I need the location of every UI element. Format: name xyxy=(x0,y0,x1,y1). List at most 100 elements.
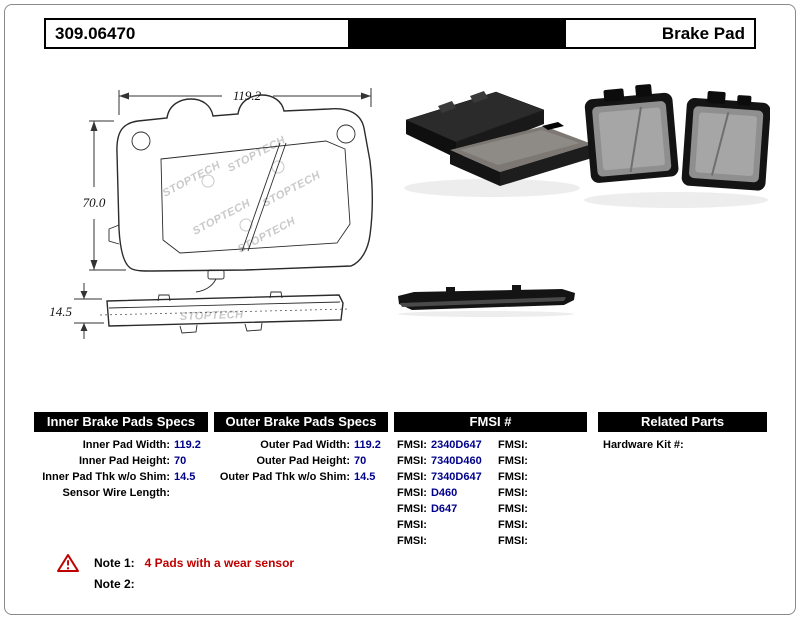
watermark-text: STOPTECH xyxy=(180,309,245,323)
outer-specs-section: Outer Brake Pads Specs Outer Pad Width: … xyxy=(214,412,388,485)
watermark-text: STOPTECH xyxy=(236,215,298,256)
spec-label: Sensor Wire Length: xyxy=(62,487,170,499)
part-number: 309.06470 xyxy=(44,18,351,49)
note-1: Note 1: 4 Pads with a wear sensor xyxy=(56,553,294,573)
spec-value: 14.5 xyxy=(354,471,376,483)
product-title: Brake Pad xyxy=(563,18,756,49)
spec-value: 119.2 xyxy=(354,439,381,451)
thickness-dimension-label: 14.5 xyxy=(49,304,72,319)
fmsi-label: FMSI: xyxy=(397,487,427,499)
spec-row: Inner Pad Height: 70 xyxy=(34,453,208,469)
title-bar: 309.06470 Brake Pad xyxy=(44,18,756,49)
pad-slot-line xyxy=(241,142,281,252)
watermark-text: STOPTECH xyxy=(226,134,288,175)
related-parts-section: Related Parts Hardware Kit #: xyxy=(598,412,767,453)
mounting-hole-left xyxy=(131,131,151,151)
width-dimension-label: 119.2 xyxy=(233,88,262,103)
fmsi-row: FMSI: xyxy=(498,517,587,533)
related-row: Hardware Kit #: xyxy=(598,437,767,453)
front-view xyxy=(108,94,373,293)
fmsi-label: FMSI: xyxy=(498,519,528,531)
fmsi-label: FMSI: xyxy=(498,455,528,467)
watermark-logo-ring xyxy=(201,174,215,188)
spec-row: Outer Pad Thk w/o Shim: 14.5 xyxy=(214,469,388,485)
notes: Note 1: 4 Pads with a wear sensor Note 2… xyxy=(56,553,294,594)
warning-icon xyxy=(57,554,79,572)
fmsi-row: FMSI: xyxy=(498,469,587,485)
outer-specs-header: Outer Brake Pads Specs xyxy=(214,412,388,432)
spec-row: Outer Pad Width: 119.2 xyxy=(214,437,388,453)
spec-value: 70 xyxy=(174,455,187,467)
fmsi-row: FMSI: xyxy=(498,437,587,453)
spec-value: 70 xyxy=(354,455,367,467)
technical-drawing: STOPTECH STOPTECH STOPTECH STOPTECH STOP… xyxy=(49,88,373,339)
fmsi-row: FMSI: xyxy=(397,533,498,549)
fmsi-header: FMSI # xyxy=(394,412,587,432)
fmsi-row: FMSI: xyxy=(498,453,587,469)
photo-pad-profile xyxy=(398,285,575,317)
spec-label: Inner Pad Height: xyxy=(78,455,170,467)
fmsi-right-column: FMSI: FMSI: FMSI: FMSI: FMSI: FMSI: FMSI… xyxy=(498,437,587,549)
fmsi-row: FMSI: xyxy=(498,485,587,501)
spec-label: Outer Pad Thk w/o Shim: xyxy=(219,471,350,483)
watermark-logo-ring xyxy=(239,218,253,232)
fmsi-row: FMSI:7340D460 xyxy=(397,453,498,469)
note-1-label: Note 1: xyxy=(94,556,135,570)
spec-label: Outer Pad Height: xyxy=(256,455,350,467)
fmsi-label: FMSI: xyxy=(498,471,528,483)
side-lug xyxy=(157,294,171,302)
fmsi-row: FMSI:D647 xyxy=(397,501,498,517)
fmsi-row: FMSI:7340D647 xyxy=(397,469,498,485)
thickness-dimension: 14.5 xyxy=(49,283,104,339)
fmsi-label: FMSI: xyxy=(498,439,528,451)
fmsi-value: 2340D647 xyxy=(430,439,482,451)
fmsi-label: FMSI: xyxy=(397,535,427,547)
side-view-outline xyxy=(106,294,344,327)
spec-value: 119.2 xyxy=(174,439,201,451)
fmsi-row: FMSI:2340D647 xyxy=(397,437,498,453)
fmsi-value: D460 xyxy=(430,487,458,499)
fmsi-label: FMSI: xyxy=(498,503,528,515)
fmsi-label: FMSI: xyxy=(498,535,528,547)
fmsi-label: FMSI: xyxy=(397,471,427,483)
spec-label: Inner Pad Thk w/o Shim: xyxy=(42,471,170,483)
title-bar-divider xyxy=(350,18,564,49)
spec-row: Sensor Wire Length: xyxy=(34,485,208,501)
spec-row: Outer Pad Height: 70 xyxy=(214,453,388,469)
fmsi-row: FMSI: xyxy=(498,533,587,549)
photo-pad-front-pair xyxy=(584,84,770,208)
fmsi-left-column: FMSI:2340D647 FMSI:7340D460 FMSI:7340D64… xyxy=(394,437,498,549)
backing-plate-outline xyxy=(116,94,373,272)
fmsi-row: FMSI: xyxy=(397,517,498,533)
fmsi-value: 7340D460 xyxy=(430,455,482,467)
related-parts-header: Related Parts xyxy=(598,412,767,432)
fmsi-section: FMSI # FMSI:2340D647 FMSI:7340D460 FMSI:… xyxy=(394,412,587,549)
side-clip xyxy=(108,224,120,245)
side-clip xyxy=(179,324,198,334)
inner-specs-header: Inner Brake Pads Specs xyxy=(34,412,208,432)
fmsi-label: FMSI: xyxy=(397,439,427,451)
fmsi-label: FMSI: xyxy=(397,503,427,515)
watermark-text: STOPTECH xyxy=(191,197,253,238)
mounting-hole-right xyxy=(336,124,356,144)
width-dimension: 119.2 xyxy=(118,88,372,115)
wear-sensor-bracket xyxy=(207,269,225,280)
side-lug xyxy=(269,291,283,299)
fmsi-label: FMSI: xyxy=(397,519,427,531)
fmsi-value: D647 xyxy=(430,503,458,515)
inner-specs-section: Inner Brake Pads Specs Inner Pad Width: … xyxy=(34,412,208,501)
side-clip xyxy=(244,322,263,332)
spec-row: Inner Pad Width: 119.2 xyxy=(34,437,208,453)
spec-label: Outer Pad Width: xyxy=(260,439,350,451)
product-photos xyxy=(404,84,770,208)
spec-row: Inner Pad Thk w/o Shim: 14.5 xyxy=(34,469,208,485)
photo-pad-angled-pair xyxy=(404,91,592,197)
note-2-label: Note 2: xyxy=(94,577,135,591)
pad-slot-line xyxy=(247,142,287,252)
fmsi-label: FMSI: xyxy=(498,487,528,499)
friction-pad-outline xyxy=(160,140,351,254)
fmsi-row: FMSI:D460 xyxy=(397,485,498,501)
wear-sensor-wire xyxy=(195,278,217,293)
fmsi-label: FMSI: xyxy=(397,455,427,467)
